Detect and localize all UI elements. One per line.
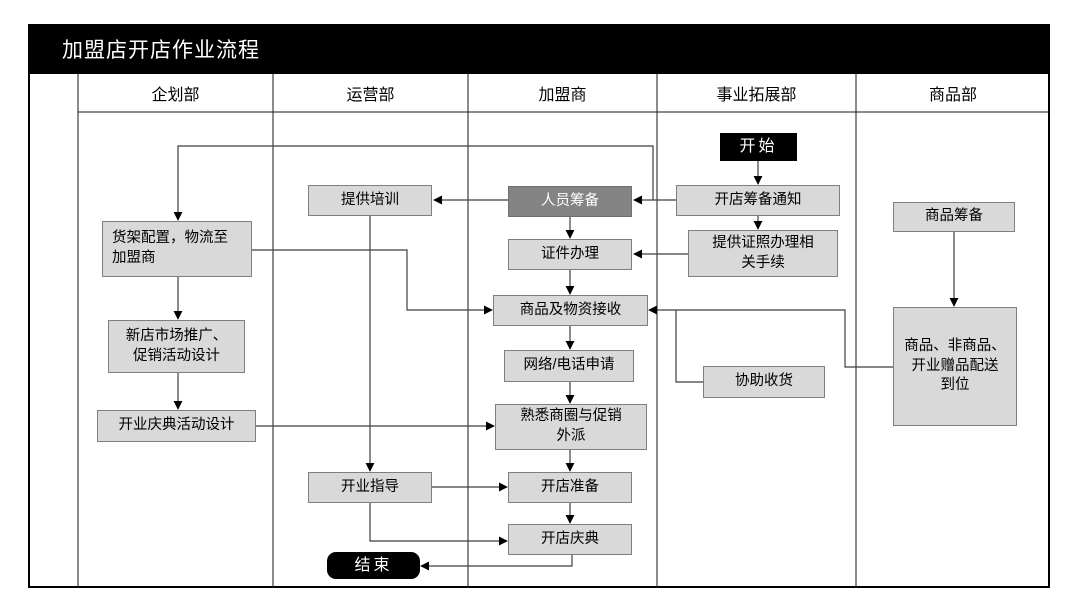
- node-ceremony-design: 开业庆典活动设计: [97, 410, 256, 442]
- node-market-promo-design: 新店市场推广、 促销活动设计: [108, 320, 245, 373]
- title-bar: 加盟店开店作业流程: [28, 24, 1050, 74]
- node-shelf-config: 货架配置，物流至 加盟商: [102, 221, 252, 277]
- node-staff-prep: 人员筹备: [508, 186, 632, 217]
- node-assist-receiving: 协助收货: [703, 366, 825, 398]
- node-goods-receive: 商品及物资接收: [493, 295, 648, 326]
- lane-header-merchandise: 商品部: [928, 87, 977, 104]
- node-certificate-handling: 证件办理: [508, 239, 632, 270]
- node-end: 结束: [327, 552, 420, 579]
- edge-open-prep-notice-to-shelf-config: [173, 145, 654, 221]
- lane-grid: [77, 74, 1050, 588]
- node-goods-delivery: 商品、非商品、 开业赠品配送 到位: [893, 307, 1017, 426]
- edge-opening-guidance-to-opening-ceremony: [369, 503, 508, 546]
- node-network-phone-apply: 网络/电话申请: [504, 350, 634, 382]
- edges-group: [173, 145, 959, 571]
- node-provide-training: 提供培训: [308, 185, 432, 216]
- chart-title: 加盟店开店作业流程: [62, 39, 260, 62]
- node-goods-prep: 商品筹备: [893, 202, 1015, 232]
- edge-goods-delivery-to-goods-receive: [648, 305, 893, 368]
- node-opening-ceremony: 开店庆典: [508, 524, 632, 555]
- node-opening-prep: 开店准备: [508, 472, 632, 503]
- lane-header-planning: 企划部: [151, 87, 200, 104]
- edge-assist-receiving-to-goods-receive: [675, 310, 703, 383]
- node-open-prep-notice: 开店筹备通知: [676, 185, 840, 216]
- edge-shelf-config-to-goods-receive: [252, 249, 493, 315]
- lane-header-operations: 运营部: [346, 87, 395, 104]
- node-license-procedures: 提供证照办理相 关手续: [688, 230, 838, 277]
- edge-opening-ceremony-to-end: [420, 555, 573, 571]
- lane-header-business-development: 事业拓展部: [716, 87, 797, 104]
- lane-header-franchisee: 加盟商: [538, 87, 587, 104]
- node-start: 开始: [720, 133, 797, 161]
- node-opening-guidance: 开业指导: [308, 472, 432, 503]
- node-familiarize-area: 熟悉商圈与促销 外派: [495, 404, 647, 450]
